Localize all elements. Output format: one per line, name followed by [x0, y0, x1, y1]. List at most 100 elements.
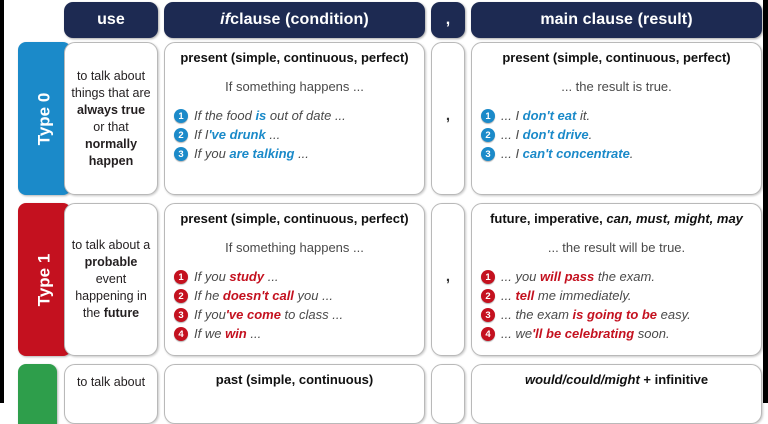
- use-text-emphasis: always true: [76, 102, 146, 117]
- example-text: ... the exam is going to be easy.: [501, 306, 691, 323]
- example-keyword: will pass: [540, 269, 595, 284]
- example-line: 2... tell me immediately.: [481, 287, 752, 304]
- example-text: If the food is out of date ...: [194, 107, 346, 124]
- example-run: ... we: [501, 326, 533, 341]
- example-text: ... I don't eat it.: [501, 107, 590, 124]
- comma-box-0: ,: [431, 42, 465, 195]
- example-run: you ...: [293, 288, 333, 303]
- example-text: ... tell me immediately.: [501, 287, 632, 304]
- example-line: 3 If you are talking ...: [174, 145, 415, 162]
- example-text: If you are talking ...: [194, 145, 309, 162]
- example-number-badge: 1: [481, 270, 495, 284]
- example-run: If you: [194, 146, 230, 161]
- type-badge-label-1: Type 1: [34, 253, 54, 306]
- example-keyword: win: [225, 326, 247, 341]
- use-text-emphasis: normally happen: [84, 136, 138, 168]
- example-number-badge: 3: [481, 308, 495, 322]
- example-run: ...: [264, 269, 279, 284]
- use-box-0: to talk about things that are always tru…: [64, 42, 158, 195]
- main-clause-lead-0: ... the result is true.: [561, 79, 672, 94]
- example-number-badge: 3: [174, 147, 188, 161]
- example-run: the exam.: [594, 269, 655, 284]
- example-keyword: tell: [515, 288, 535, 303]
- comma-cell-2: [428, 364, 468, 424]
- use-text-0: to talk about things that are always tru…: [65, 43, 157, 194]
- example-run: ... you: [501, 269, 541, 284]
- example-text: ... we'll be celebrating soon.: [501, 325, 670, 342]
- example-run: ...: [294, 146, 309, 161]
- example-keyword: 've come: [225, 307, 281, 322]
- example-keyword: is: [255, 108, 267, 123]
- header-if-clause-label: if clause (condition): [164, 2, 425, 38]
- example-keyword: is going to be: [572, 307, 658, 322]
- header-spacer: [8, 2, 61, 38]
- comma-label-1: ,: [445, 268, 451, 285]
- main-clause-form-italic-2: would/could/might: [524, 372, 640, 387]
- example-keyword: 'll be celebrating: [532, 326, 635, 341]
- use-cell-2: to talk about: [61, 364, 161, 424]
- example-number-badge: 4: [174, 327, 188, 341]
- table-row: Type 1 to talk about a probable event ha…: [8, 203, 765, 356]
- example-keyword: don't eat: [522, 108, 577, 123]
- header-cell-comma: ,: [428, 2, 468, 38]
- example-text: If you've come to class ...: [194, 306, 343, 323]
- example-text: If you study ...: [194, 268, 279, 285]
- main-clause-form-suffix-2: + infinitive: [639, 372, 709, 387]
- table-row: to talk about past (simple, continuous): [8, 364, 765, 424]
- main-clause-box-2: would/could/might + infinitive: [471, 364, 762, 424]
- example-text: If he doesn't call you ...: [194, 287, 333, 304]
- example-run: ... I: [501, 146, 523, 161]
- example-run: me immediately.: [534, 288, 632, 303]
- type-badge-1: Type 1: [18, 203, 71, 356]
- example-run: If the food: [194, 108, 256, 123]
- if-clause-form-0: present (simple, continuous, perfect): [180, 50, 409, 65]
- table-row: Type 0 to talk about things that are alw…: [8, 42, 765, 195]
- main-clause-content-0: present (simple, continuous, perfect) ..…: [472, 43, 761, 194]
- main-clause-examples-0: 1... I don't eat it.2... I don't drive.3…: [481, 107, 752, 162]
- example-keyword: don't drive: [522, 127, 589, 142]
- example-text: ... I don't drive.: [501, 126, 592, 143]
- table-header-row: use if clause (condition) , main clause …: [8, 2, 765, 38]
- use-cell-0: to talk about things that are always tru…: [61, 42, 161, 195]
- main-clause-box-0: present (simple, continuous, perfect) ..…: [471, 42, 762, 195]
- comma-label-0: ,: [445, 107, 451, 124]
- example-line: 1... I don't eat it.: [481, 107, 752, 124]
- header-main-clause-label: main clause (result): [471, 2, 762, 38]
- example-text: If we win ...: [194, 325, 261, 342]
- main-clause-examples-1: 1 ... you will pass the exam. 2... tell me…: [481, 268, 752, 342]
- example-run: ...: [265, 127, 281, 142]
- use-text-run: to talk about a: [71, 238, 151, 252]
- if-clause-box-0: present (simple, continuous, perfect) If…: [164, 42, 425, 195]
- use-text-run: event happening in the: [75, 272, 147, 320]
- header-use-label: use: [64, 2, 158, 38]
- if-clause-form-1: present (simple, continuous, perfect): [180, 211, 409, 226]
- use-text-emphasis: probable: [84, 255, 138, 269]
- example-run: If you: [194, 307, 226, 322]
- main-clause-form-prefix-1: future, imperative,: [490, 211, 607, 226]
- if-clause-lead-1: If something happens ...: [225, 240, 364, 255]
- example-run: it.: [576, 108, 591, 123]
- main-clause-content-2: would/could/might + infinitive: [472, 365, 761, 423]
- example-number-badge: 2: [174, 128, 188, 142]
- type-badge-cell-1: Type 1: [8, 203, 71, 356]
- if-clause-form-2: past (simple, continuous): [215, 372, 374, 387]
- example-line: 2... I don't drive.: [481, 126, 752, 143]
- type-badge-cell-0: Type 0: [8, 42, 71, 195]
- example-line: 1 ... you will pass the exam.: [481, 268, 752, 285]
- example-run: If I: [194, 127, 209, 142]
- main-clause-form-0: present (simple, continuous, perfect): [502, 50, 731, 65]
- comma-box-1: ,: [431, 203, 465, 356]
- use-text-1: to talk about a probable event happening…: [65, 204, 157, 355]
- example-line: 3 ... the exam is going to be easy.: [481, 306, 752, 323]
- example-run: ... the exam: [501, 307, 573, 322]
- example-keyword: are talking: [229, 146, 295, 161]
- header-cell-if-clause: if clause (condition): [161, 2, 428, 38]
- example-text: ... I can't concentrate.: [501, 145, 633, 162]
- main-clause-form-1: future, imperative, can, must, might, ma…: [481, 211, 752, 227]
- use-box-2: to talk about: [64, 364, 158, 424]
- example-run: ...: [501, 288, 516, 303]
